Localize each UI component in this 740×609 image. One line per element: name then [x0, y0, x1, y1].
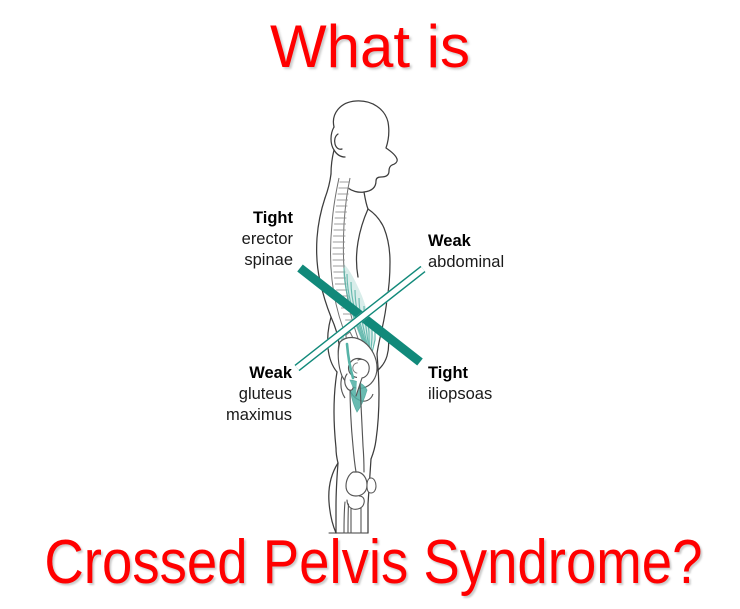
page-title-top: What is: [269, 13, 471, 80]
femur-bone: [344, 358, 370, 497]
label-keyword: Weak: [249, 364, 292, 382]
label-line-1: abdominal: [428, 253, 505, 271]
psoas-strand: [345, 342, 355, 380]
label-tight-erector-spinae: Tight erector spinae: [178, 208, 293, 271]
tibia-fibula-bones: [343, 495, 365, 534]
page-title-bottom: Crossed Pelvis Syndrome?: [44, 528, 703, 597]
label-tight-iliopsoas: Tight iliopsoas: [428, 363, 588, 405]
patella-bone: [366, 477, 377, 494]
label-keyword: Tight: [252, 209, 293, 227]
cross-line-weak: [294, 265, 426, 372]
anatomy-diagram: [268, 92, 468, 542]
label-weak-abdominal: Weak abdominal: [428, 231, 608, 273]
label-keyword: Tight: [428, 364, 469, 382]
label-line-1: erector: [241, 230, 293, 248]
label-keyword: Weak: [428, 232, 471, 250]
anatomy-figure-svg: [294, 100, 426, 534]
label-line-1: iliopsoas: [428, 385, 493, 403]
label-weak-gluteus-maximus: Weak gluteus maximus: [180, 363, 292, 426]
label-line-2: maximus: [225, 406, 292, 424]
label-line-1: gluteus: [238, 385, 292, 403]
label-line-2: spinae: [244, 251, 293, 269]
